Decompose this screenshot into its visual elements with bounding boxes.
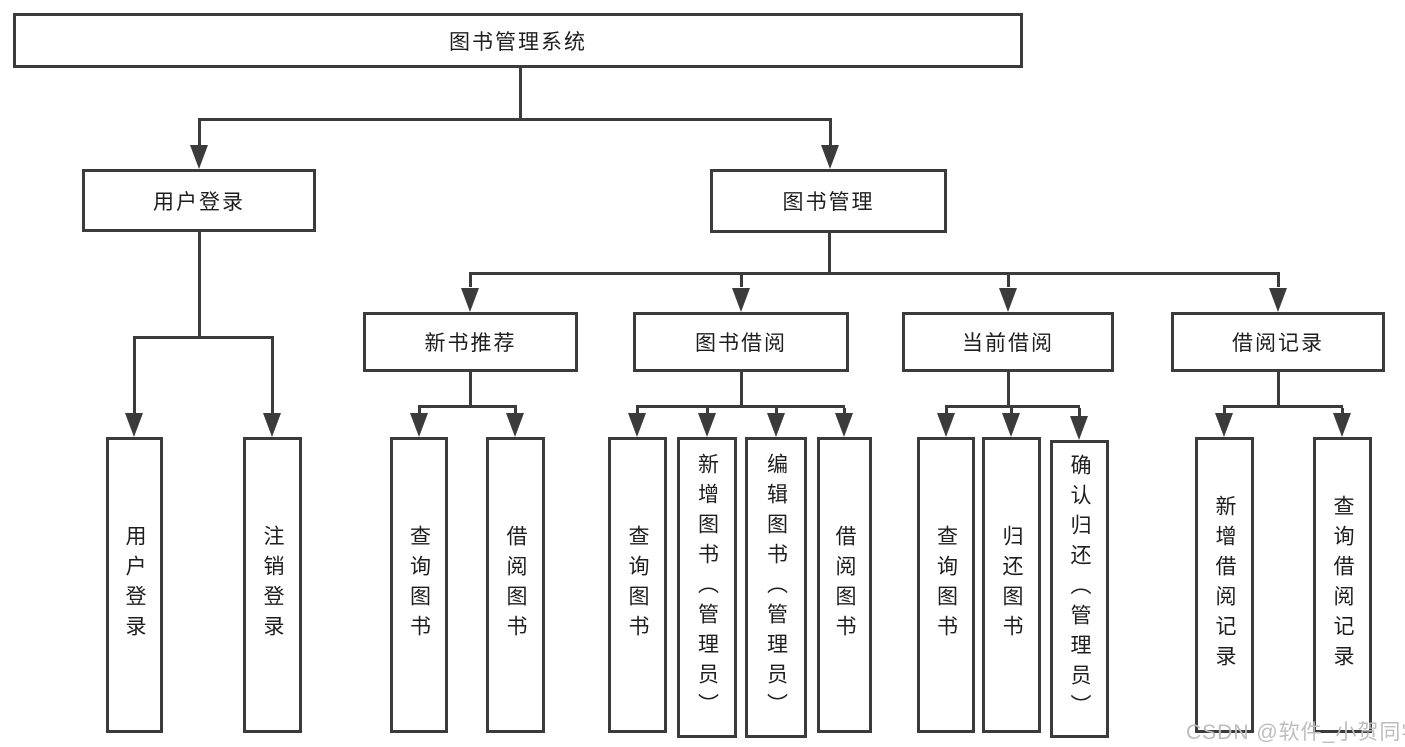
node-label: 用户登录 (153, 190, 245, 214)
node-label: 新增借阅记录 (1213, 495, 1236, 675)
connector-line (1007, 275, 1010, 287)
node-label: 查询图书 (407, 525, 431, 645)
connector-line (740, 275, 743, 287)
connector-line (1010, 408, 1013, 415)
node-label: 查询图书 (626, 525, 649, 645)
connector-line (1223, 408, 1226, 415)
node-root-library-system: 图书管理系统 (13, 13, 1023, 68)
connector-line (843, 408, 846, 415)
arrow-down-icon (835, 413, 853, 437)
connector-line (945, 408, 948, 415)
node-book-management: 图书管理 (710, 169, 947, 233)
leaf-query-books-recommend: 查询图书 (390, 437, 448, 733)
connector-line (1277, 372, 1280, 405)
connector-line (1277, 275, 1280, 287)
connector-line (706, 408, 709, 415)
node-label: 新增图书（管理员） (695, 452, 719, 723)
node-label: 图书借阅 (695, 332, 787, 355)
node-borrowing-records: 借阅记录 (1171, 312, 1385, 372)
connector-line (133, 339, 136, 413)
leaf-query-books-current: 查询图书 (917, 437, 975, 733)
connector-line (271, 339, 274, 413)
leaf-confirm-return-admin: 确认归还（管理员） (1050, 440, 1109, 738)
node-label: 归还图书 (1000, 525, 1023, 645)
connector-line (945, 405, 1080, 408)
arrow-down-icon (263, 413, 281, 437)
connector-line (636, 408, 639, 415)
arrow-down-icon (821, 145, 839, 169)
arrow-down-icon (1215, 413, 1233, 437)
arrow-down-icon (461, 288, 479, 312)
connector-line (514, 408, 517, 415)
connector-line (469, 372, 472, 405)
arrow-down-icon (1002, 413, 1020, 437)
node-current-borrowing: 当前借阅 (902, 312, 1114, 372)
arrow-down-icon (1333, 413, 1351, 437)
csdn-watermark: CSDN @软件_小贺同学 (1186, 721, 1405, 744)
node-label: 借阅图书 (833, 525, 856, 645)
connector-line (1078, 408, 1081, 418)
connector-line (418, 408, 421, 415)
arrow-down-icon (999, 288, 1017, 312)
connector-line (133, 336, 274, 339)
node-user-login: 用户登录 (82, 169, 316, 232)
node-new-book-recommend: 新书推荐 (363, 312, 578, 372)
connector-line (198, 232, 201, 336)
node-label: 当前借阅 (962, 332, 1054, 355)
node-label: 查询图书 (934, 525, 958, 645)
node-label: 查询借阅记录 (1331, 495, 1354, 675)
connector-line (1223, 405, 1343, 408)
node-label: 新书推荐 (424, 332, 517, 355)
arrow-down-icon (628, 413, 646, 437)
node-label: 图书管理 (782, 191, 875, 214)
node-label: 编辑图书（管理员） (764, 452, 788, 723)
arrow-down-icon (1269, 288, 1287, 312)
connector-line (740, 372, 743, 405)
leaf-edit-books-admin: 编辑图书（管理员） (745, 437, 807, 738)
arrow-down-icon (732, 288, 750, 312)
connector-line (775, 408, 778, 415)
arrow-down-icon (410, 413, 428, 437)
node-label: 确认归还（管理员） (1068, 454, 1091, 724)
connector-line (198, 118, 832, 121)
node-book-borrowing: 图书借阅 (633, 312, 849, 372)
leaf-borrow-books-recommend: 借阅图书 (486, 437, 545, 733)
leaf-add-borrow-record: 新增借阅记录 (1195, 437, 1254, 733)
leaf-query-borrow-record: 查询借阅记录 (1313, 437, 1372, 733)
connector-line (418, 405, 517, 408)
leaf-borrow-books: 借阅图书 (817, 437, 872, 733)
connector-line (828, 233, 831, 272)
leaf-add-books-admin: 新增图书（管理员） (677, 437, 737, 738)
arrow-down-icon (698, 413, 716, 437)
arrow-down-icon (1070, 416, 1088, 440)
leaf-return-books: 归还图书 (982, 437, 1041, 733)
connector-line (1341, 408, 1344, 415)
connector-line (636, 405, 845, 408)
connector-line (1007, 372, 1010, 405)
connector-line (519, 68, 522, 118)
arrow-down-icon (937, 413, 955, 437)
arrow-down-icon (506, 413, 524, 437)
connector-line (198, 121, 201, 147)
connector-line (829, 121, 832, 147)
arrow-down-icon (767, 413, 785, 437)
node-label: 图书管理系统 (449, 30, 587, 54)
leaf-logout: 注销登录 (243, 437, 302, 733)
arrow-down-icon (125, 413, 143, 437)
node-label: 借阅记录 (1232, 332, 1324, 355)
connector-line (469, 275, 472, 287)
arrow-down-icon (190, 145, 208, 169)
leaf-user-login: 用户登录 (106, 437, 163, 733)
node-label: 注销登录 (261, 525, 284, 645)
connector-line (469, 272, 1280, 275)
node-label: 借阅图书 (504, 525, 527, 645)
leaf-query-books-borrowing: 查询图书 (608, 437, 667, 733)
node-label: 用户登录 (123, 525, 146, 645)
